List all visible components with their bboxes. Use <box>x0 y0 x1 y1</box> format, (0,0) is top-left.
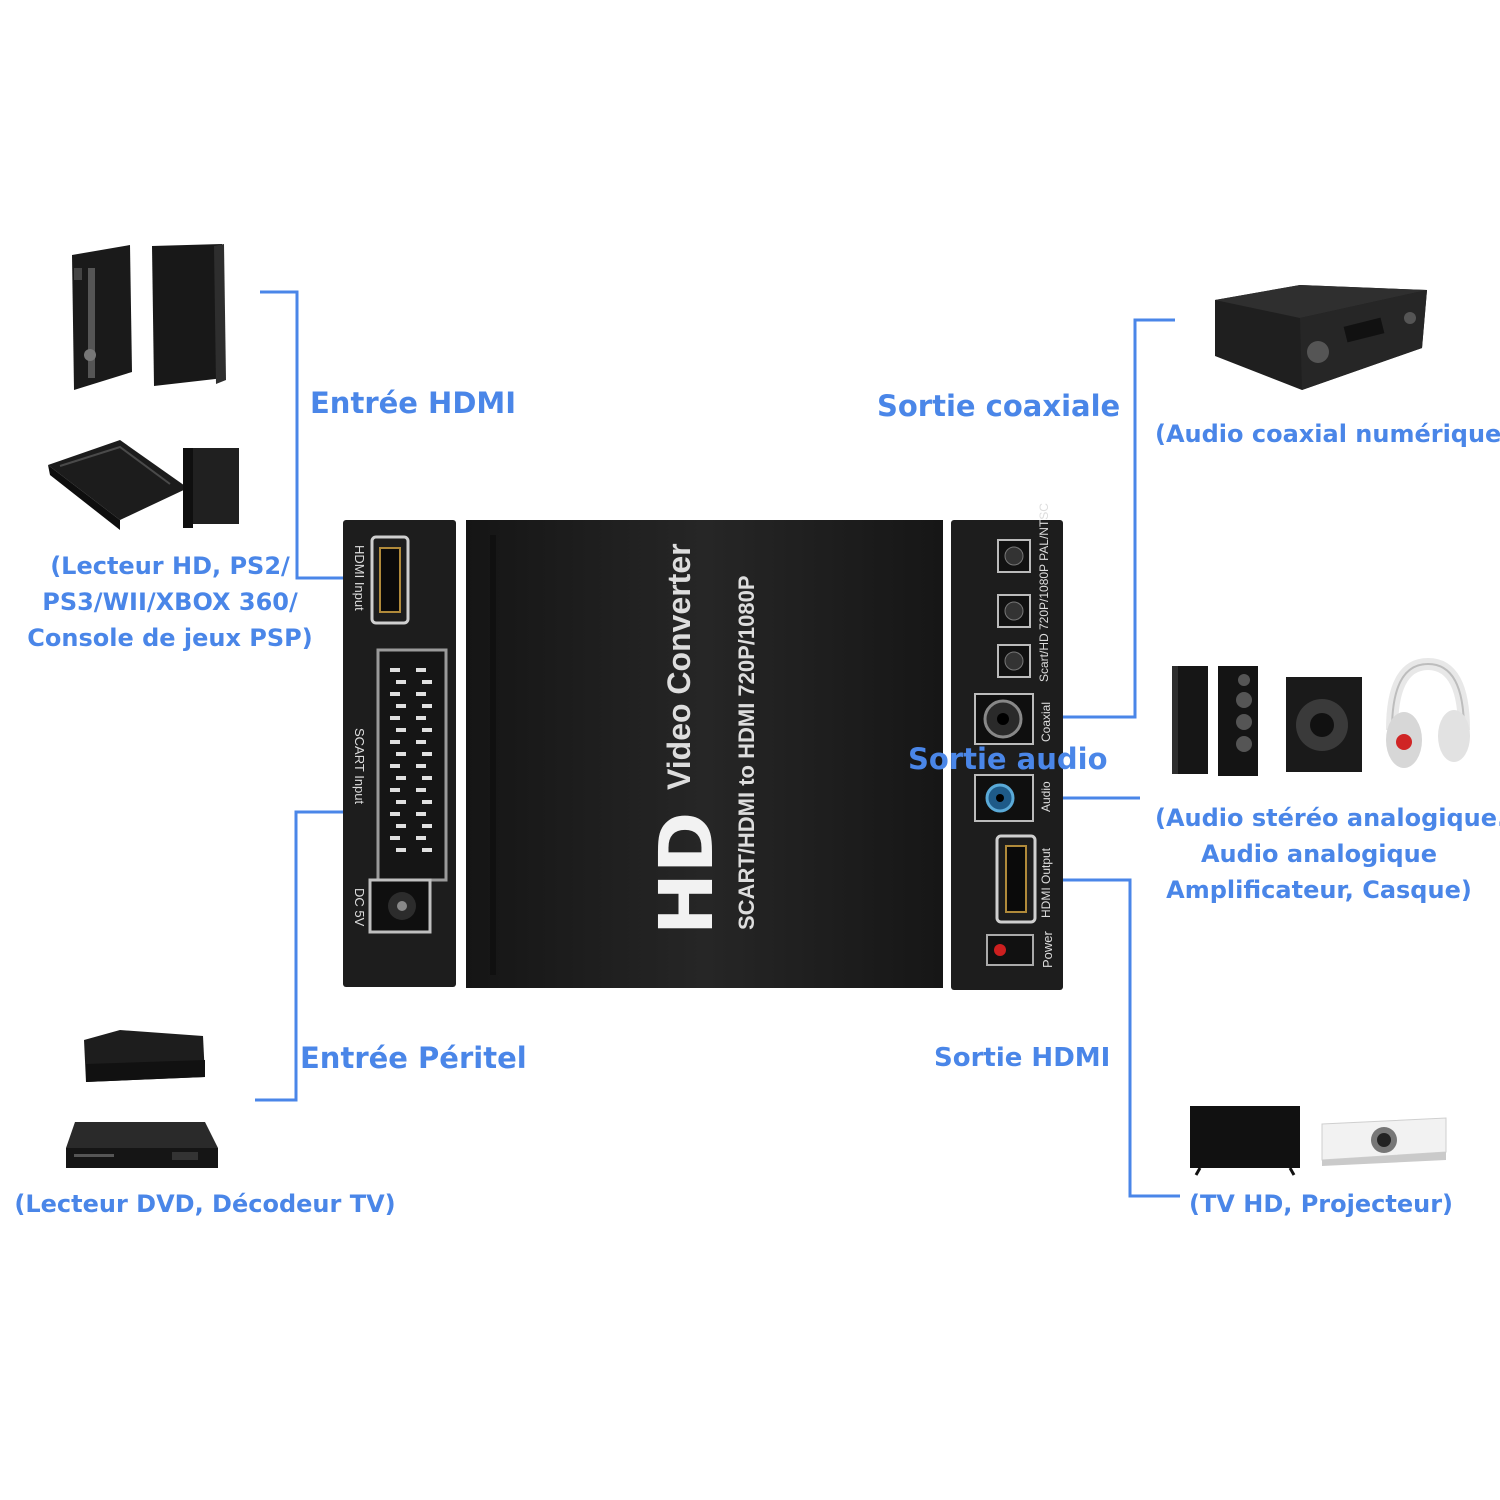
speaker-tall-image <box>1172 666 1208 774</box>
device-model-text: SCART/HDMI to HDMI 720P/1080P <box>734 575 759 930</box>
hdmi-output-text: HDMI Output <box>1039 847 1053 918</box>
power-text: Power <box>1040 930 1055 968</box>
hdmi-input-label: Entrée HDMI <box>310 386 517 420</box>
subwoofer-image <box>1286 677 1362 772</box>
device-name-text: Video Converter <box>661 543 697 790</box>
hdmi-output-devices: (TV HD, Projecteur) <box>1188 1190 1454 1218</box>
scart-input-text: SCART Input <box>352 728 367 805</box>
scart-input-port <box>376 648 448 882</box>
right-port-panel: Scart/HD 720P/1080P PAL/NTSC Coaxial Aud… <box>951 503 1063 990</box>
converter-body: Video Converter SCART/HDMI to HDMI 720P/… <box>466 520 943 988</box>
scart-in-line <box>255 810 378 1102</box>
dvd-player-image <box>66 1122 218 1168</box>
left-port-panel: HDMI Input SCART Input DC 5V <box>343 520 456 987</box>
hdmi-input-devices-line-3: Console de jeux PSP) <box>27 624 313 652</box>
hdmi-in-line <box>260 290 375 580</box>
console-tower-image <box>72 245 132 390</box>
hd-tv-image <box>1190 1106 1300 1176</box>
scart-input-devices: (Lecteur DVD, Décodeur TV) <box>14 1190 396 1218</box>
scart-input-label: Entrée Péritel <box>300 1041 527 1075</box>
hdmi-input-port <box>370 535 410 625</box>
coax-output-devices: (Audio coaxial numérique) <box>1155 420 1500 448</box>
audio-output-devices-line-1: (Audio stéréo analogique. <box>1155 804 1500 832</box>
console-slim-image <box>152 244 226 386</box>
audio-output-devices-line-3: Amplificateur, Casque) <box>1166 876 1472 904</box>
tv-decoder-image <box>84 1030 205 1082</box>
hdmi-output-port <box>995 834 1037 924</box>
hdmi-input-devices-line-2: PS3/WII/XBOX 360/ <box>42 588 298 616</box>
audio-output-devices: (Audio stéréo analogique. Audio analogiq… <box>1155 800 1500 908</box>
projector-image <box>1321 1117 1447 1166</box>
power-led <box>986 934 1034 966</box>
hdmi-input-devices: (Lecteur HD, PS2/ PS3/WII/XBOX 360/ Cons… <box>10 548 330 656</box>
coax-out-line <box>1050 318 1175 719</box>
coaxial-text: Coaxial <box>1039 702 1053 742</box>
hdmi-input-devices-line-1: (Lecteur HD, PS2/ <box>50 552 290 580</box>
audio-output-devices-line-2: Audio analogique <box>1200 840 1438 868</box>
audio-text: Audio <box>1039 781 1053 812</box>
coax-output-label: Sortie coaxiale <box>877 389 1121 423</box>
speaker-floor-image <box>1218 666 1258 776</box>
hdmi-out-line <box>1045 878 1180 1198</box>
dc-text: DC 5V <box>352 888 367 927</box>
mode-text: Scart/HD 720P/1080P PAL/NTSC <box>1037 503 1051 682</box>
hd-logo: HD <box>644 812 730 935</box>
hdmi-output-label: Sortie HDMI <box>934 1043 1111 1073</box>
audio-output-label: Sortie audio <box>908 742 1108 776</box>
console-box-image <box>183 448 239 528</box>
headphones-image <box>1386 657 1470 768</box>
hdmi-input-text: HDMI Input <box>352 545 367 611</box>
av-receiver-image <box>1215 285 1427 390</box>
console-flat-image <box>48 440 188 530</box>
connector-lines <box>255 290 1180 1198</box>
